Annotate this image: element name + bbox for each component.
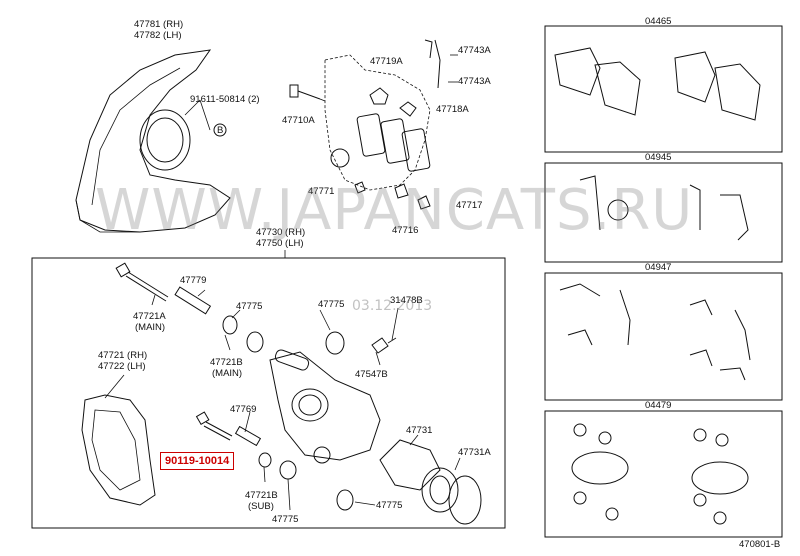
watermark: WWW.JAPANCATS.RU [95, 178, 694, 243]
label-47775-3[interactable]: 47775 [272, 514, 299, 525]
caliper-top-drawing [289, 39, 458, 210]
label-47722[interactable]: 47722 (LH) [98, 361, 146, 372]
highlighted-part-90119-10014[interactable]: 90119-10014 [160, 452, 235, 470]
kit-04465-label[interactable]: 04465 [645, 16, 672, 27]
label-47716[interactable]: 47716 [392, 225, 419, 236]
label-47775-4[interactable]: 47775 [376, 500, 403, 511]
dust-shield-drawing [75, 49, 231, 233]
ref-b: B [217, 125, 224, 136]
label-47721a[interactable]: 47721A [133, 311, 166, 322]
caliper-assembly-drawing [31, 250, 506, 529]
label-47721b-main-sub: (MAIN) [212, 368, 243, 379]
label-47721b-sub[interactable]: 47721B [245, 490, 278, 501]
label-47721b-sub-sub: (SUB) [248, 501, 274, 512]
label-47710a[interactable]: 47710A [282, 115, 315, 126]
kit-04947-label[interactable]: 04947 [645, 262, 672, 273]
label-47717[interactable]: 47717 [456, 200, 483, 211]
label-47719a[interactable]: 47719A [370, 56, 403, 67]
kit-frames [544, 25, 783, 538]
label-47718a[interactable]: 47718A [436, 104, 469, 115]
label-47743a-1[interactable]: 47743A [458, 45, 491, 56]
label-47750[interactable]: 47750 (LH) [256, 238, 304, 249]
label-47730[interactable]: 47730 (RH) [256, 227, 306, 238]
label-47775-1[interactable]: 47775 [236, 301, 263, 312]
label-47547b[interactable]: 47547B [355, 369, 388, 380]
label-47771[interactable]: 47771 [308, 186, 335, 197]
date-stamp: 03.12.2013 [352, 298, 433, 314]
label-47743a-2[interactable]: 47743A [458, 76, 491, 87]
diagram-code: 470801-B [739, 539, 781, 550]
label-47731a[interactable]: 47731A [458, 447, 491, 458]
label-47721a-main: (MAIN) [135, 322, 166, 333]
label-91611-50814[interactable]: 91611-50814 (2) [190, 94, 260, 105]
label-47775-2[interactable]: 47775 [318, 299, 345, 310]
label-47779[interactable]: 47779 [180, 275, 207, 286]
label-47721[interactable]: 47721 (RH) [98, 350, 148, 361]
kit-04945-label[interactable]: 04945 [645, 152, 672, 163]
label-47721b-main[interactable]: 47721B [210, 357, 243, 368]
label-47781[interactable]: 47781 (RH) [134, 19, 184, 30]
label-47782[interactable]: 47782 (LH) [134, 30, 182, 41]
label-47769[interactable]: 47769 [230, 404, 257, 415]
label-31478b[interactable]: 31478B [390, 295, 423, 306]
label-47731[interactable]: 47731 [406, 425, 433, 436]
kit-04479-label[interactable]: 04479 [645, 400, 672, 411]
